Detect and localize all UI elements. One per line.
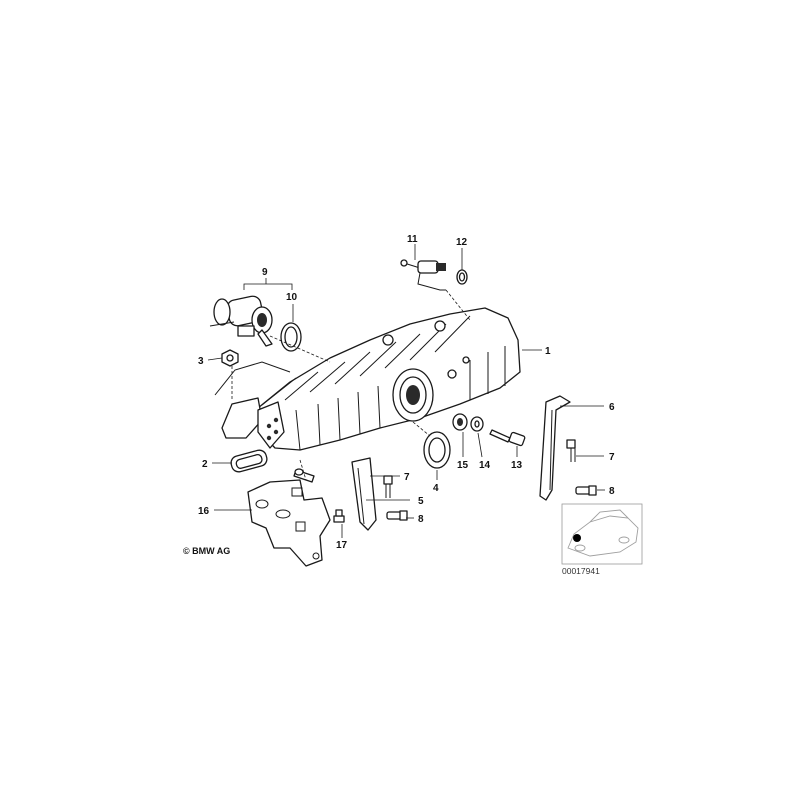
callout-10: 10 (286, 292, 298, 303)
callout-16: 16 (198, 506, 210, 517)
sensor-screw[interactable] (489, 429, 526, 447)
callout-3: 3 (198, 356, 204, 367)
callout-1: 1 (545, 346, 551, 357)
callout-8-center: 8 (418, 514, 424, 525)
callout-13: 13 (511, 460, 523, 471)
flange-nut[interactable] (452, 413, 468, 431)
callout-7-center: 7 (404, 472, 410, 483)
mounting-plate[interactable] (247, 479, 331, 567)
callout-9: 9 (262, 267, 268, 278)
callout-14: 14 (479, 460, 491, 471)
callout-17: 17 (336, 540, 348, 551)
intake-manifold[interactable] (214, 307, 521, 451)
callout-11: 11 (407, 234, 418, 245)
callout-6: 6 (609, 402, 615, 413)
gasket[interactable] (230, 449, 269, 474)
temperature-sensor[interactable] (400, 259, 446, 291)
o-ring-idle-valve[interactable] (280, 322, 302, 352)
callout-2: 2 (202, 459, 208, 470)
document-number: 00017941 (562, 566, 600, 576)
leader-lines (207, 244, 605, 538)
callout-12: 12 (456, 237, 468, 248)
screw-center-lower[interactable] (386, 510, 408, 521)
stud-bolt[interactable] (293, 468, 315, 483)
idle-control-valve[interactable] (209, 295, 273, 347)
bolt-center[interactable] (383, 475, 393, 498)
bracket-support[interactable] (539, 395, 571, 501)
stud-17[interactable] (333, 509, 345, 523)
seal-ring-sensor[interactable] (456, 269, 468, 285)
location-marker (573, 534, 581, 542)
bracket-center[interactable] (351, 457, 377, 531)
callout-labels: 1 2 3 4 5 6 7 7 8 8 9 10 11 12 13 14 15 … (198, 234, 615, 551)
callout-5: 5 (418, 496, 424, 507)
washer[interactable] (470, 416, 484, 432)
callout-4: 4 (433, 483, 439, 494)
hex-nut[interactable] (221, 349, 239, 367)
callout-7-right: 7 (609, 452, 615, 463)
screw-right-lower[interactable] (575, 485, 597, 496)
vehicle-location-thumbnail (561, 503, 643, 565)
copyright-text: © BMW AG (183, 546, 230, 556)
callout-15: 15 (457, 460, 469, 471)
callout-8-right: 8 (609, 486, 615, 497)
throttle-seal-ring[interactable] (423, 431, 451, 469)
bolt-m8-right[interactable] (566, 439, 576, 462)
